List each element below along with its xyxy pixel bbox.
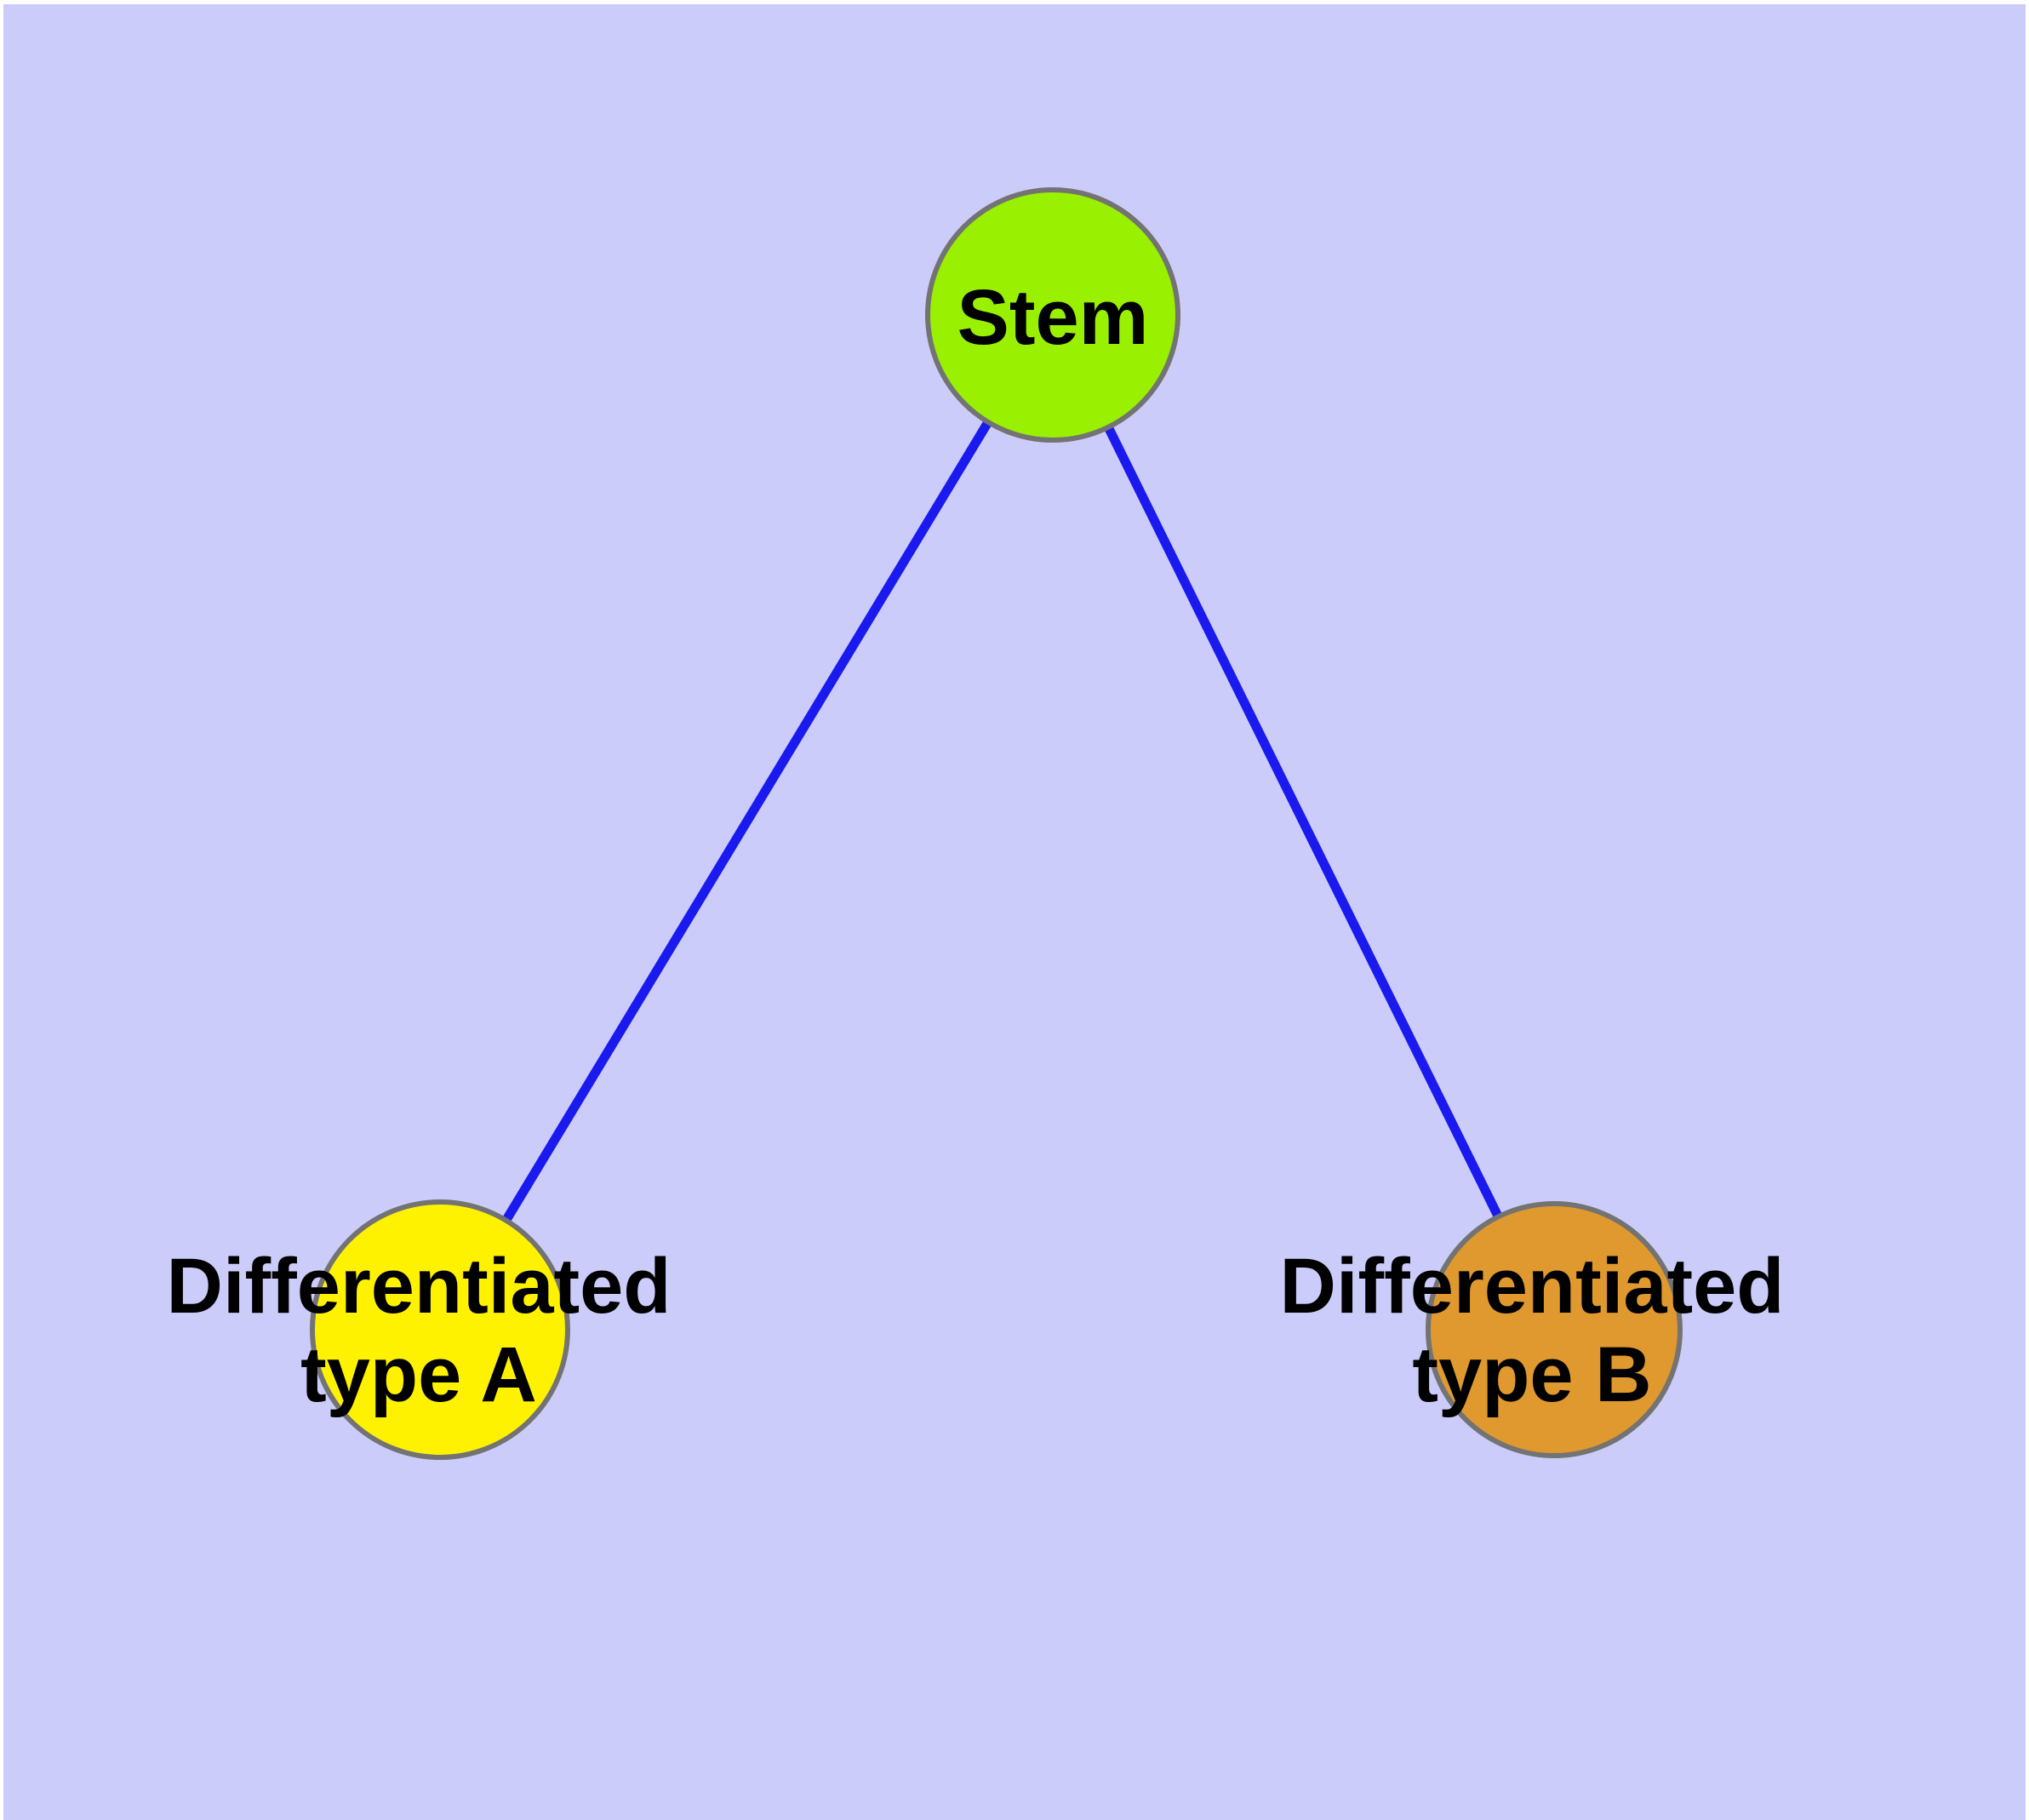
graph-node-diff_a[interactable] (310, 1199, 570, 1460)
graph-node-label-line: type B (1412, 1331, 1651, 1418)
graph-node-label-stem: Stem (957, 274, 1149, 361)
node-layer (310, 187, 1683, 1460)
graph-node-stem[interactable] (925, 187, 1180, 443)
graph-node-label-line: type A (300, 1331, 537, 1418)
edge-layer (436, 312, 1558, 1332)
graph-node-label-line: Stem (957, 274, 1149, 361)
graph-edge (436, 312, 1057, 1332)
graph-edge (1049, 312, 1558, 1332)
graph-node-label-line: Differentiated (167, 1243, 672, 1330)
graph-node-diff_b[interactable] (1426, 1201, 1683, 1458)
graph-node-label-line: Differentiated (1280, 1243, 1785, 1330)
